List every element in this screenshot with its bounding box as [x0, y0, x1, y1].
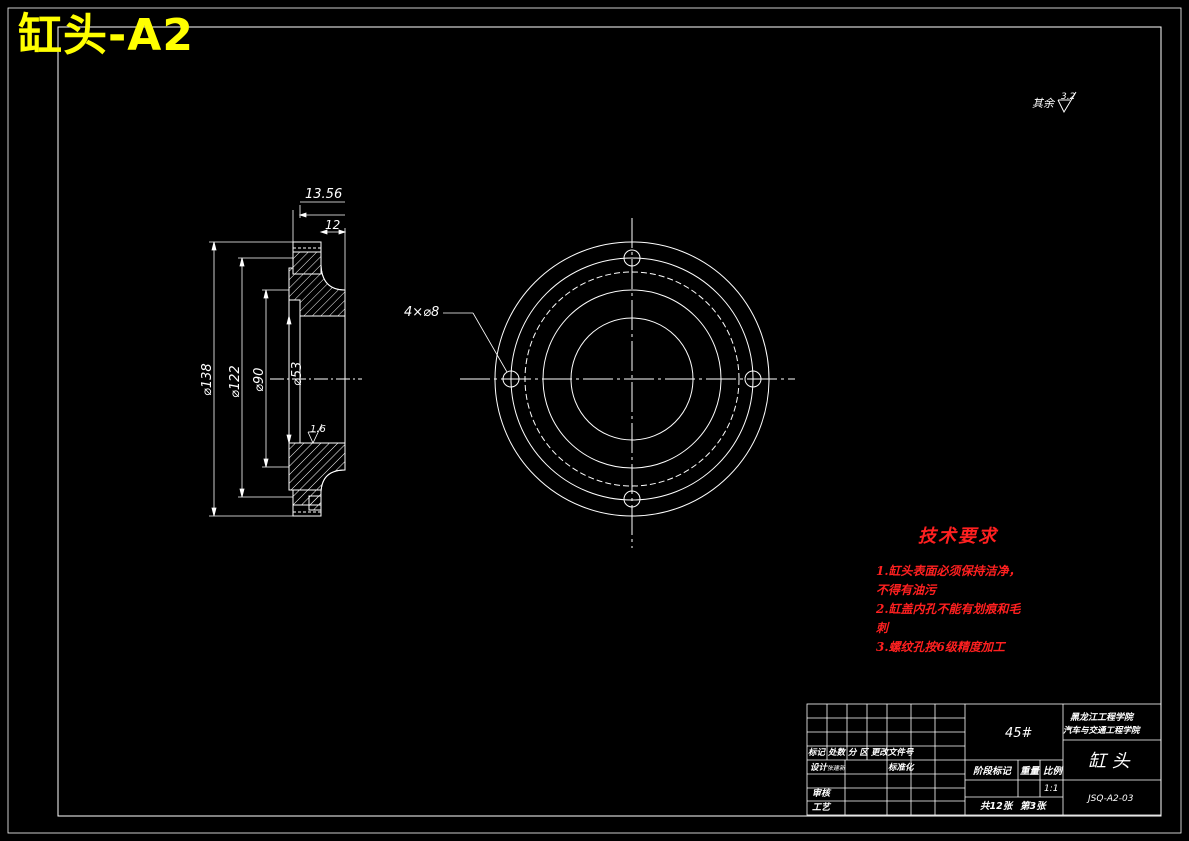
bolt-hole-left	[502, 370, 520, 388]
dim-label-d138: ⌀138	[200, 363, 215, 396]
surface-finish-symbol: 其余 3.2	[1032, 91, 1077, 114]
roughness-label: 1.6	[310, 424, 326, 435]
tech-note-line: 刺	[876, 621, 889, 635]
revision-header: 标记 处数 分 区 更改文件号	[808, 747, 915, 758]
tech-requirements-list: 1.缸头表面必须保持洁净， 不得有油污 2.缸盖内孔不能有划痕和毛 刺 3.螺纹…	[876, 562, 1021, 657]
outer-border	[7, 7, 1182, 834]
review-label: 审核	[812, 788, 832, 799]
page-title: 缸头-A2	[18, 10, 194, 61]
tech-note-line: 3.螺纹孔按6级精度加工	[876, 640, 1005, 654]
standard-label: 标准化	[888, 762, 915, 773]
tech-note-line: 2.缸盖内孔不能有划痕和毛	[876, 602, 1021, 616]
section-view	[209, 201, 362, 517]
bolt-hole-bottom	[623, 490, 641, 508]
stage-label: 阶段标记	[973, 765, 1013, 777]
dim-label-d122: ⌀122	[228, 365, 243, 398]
tech-requirements-heading: 技术要求	[918, 526, 998, 547]
design-label: 设计	[810, 762, 829, 773]
dim-13-56	[292, 201, 345, 242]
dim-label-d90: ⌀90	[252, 368, 267, 392]
design-name: 张建新	[827, 764, 846, 772]
title-block-text: 45# 黑龙江工程学院 汽车与交通工程学院 缸 头 JSQ-A2-03 1:1 …	[808, 712, 1141, 813]
tech-note-line: 不得有油污	[876, 583, 937, 597]
inner-border	[57, 26, 1162, 817]
material: 45#	[1005, 726, 1033, 741]
bolt-hole-right	[744, 370, 762, 388]
drawing-number: JSQ-A2-03	[1086, 794, 1134, 804]
surface-finish-value: 3.2	[1061, 92, 1076, 102]
weight-label: 重量	[1020, 765, 1041, 777]
total-sheets: 共12张	[980, 800, 1014, 812]
scale-label: 比例	[1043, 765, 1065, 777]
scale-value: 1:1	[1044, 784, 1058, 794]
dim-label-13-56: 13.56	[305, 187, 342, 202]
dim-d53	[286, 315, 292, 444]
title-block	[806, 703, 1162, 816]
dim-label-12: 12	[325, 218, 340, 232]
sheet-number: 第3张	[1020, 800, 1047, 812]
tech-note-line: 1.缸头表面必须保持洁净，	[876, 564, 1021, 578]
bolt-hole-top	[623, 249, 641, 267]
part-name: 缸 头	[1088, 751, 1131, 772]
dim-d122	[238, 257, 293, 498]
surface-finish-label: 其余	[1032, 97, 1056, 110]
front-view	[443, 218, 795, 548]
dim-12	[319, 228, 347, 290]
school-line-2: 汽车与交通工程学院	[1063, 725, 1141, 736]
dim-label-d53: ⌀53	[290, 362, 305, 386]
holes-label: 4×⌀8	[404, 305, 439, 320]
dim-d90	[262, 289, 289, 468]
dim-d138	[209, 241, 293, 517]
roughness-1-6	[307, 423, 323, 444]
school-line-1: 黑龙江工程学院	[1070, 712, 1135, 723]
process-label: 工艺	[812, 802, 832, 813]
